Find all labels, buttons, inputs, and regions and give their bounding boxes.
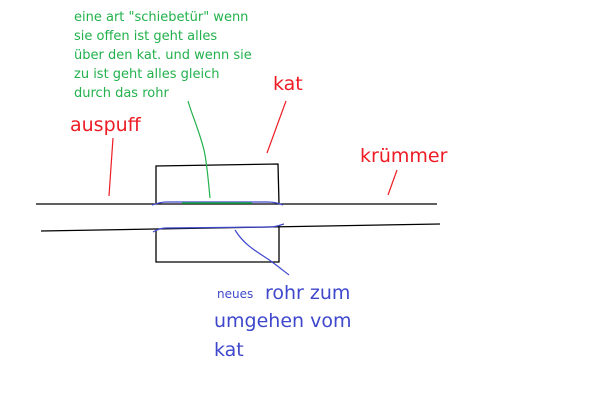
sliding-door-note: eine art "schiebetür" wenn sie offen ist… — [74, 8, 252, 103]
bypass-pointer — [234, 229, 290, 276]
bypass-label-line: rohr zum — [265, 282, 351, 304]
bypass-pipe-top — [151, 201, 284, 206]
note-line: über den kat. und wenn sie — [74, 48, 252, 63]
kat-box — [155, 163, 280, 263]
kat-label: kat — [273, 73, 303, 95]
kruemmer-label: krümmer — [360, 145, 448, 167]
auspuff-label: auspuff — [70, 114, 141, 136]
note-pointer — [187, 100, 211, 199]
note-line: zu ist geht alles gleich — [74, 67, 220, 82]
note-line: sie offen ist geht alles — [74, 29, 218, 44]
bypass-label-line: kat — [214, 339, 244, 361]
note-line: durch das rohr — [74, 86, 169, 101]
kat-pointer — [266, 100, 287, 154]
neues-label: neues — [217, 287, 254, 301]
bypass-label-line: umgehen vom — [214, 310, 352, 332]
kruemmer-pointer — [387, 169, 398, 196]
bypass-pipe-bottom — [152, 223, 285, 233]
note-line: eine art "schiebetür" wenn — [74, 10, 249, 25]
auspuff-pointer — [108, 137, 114, 197]
